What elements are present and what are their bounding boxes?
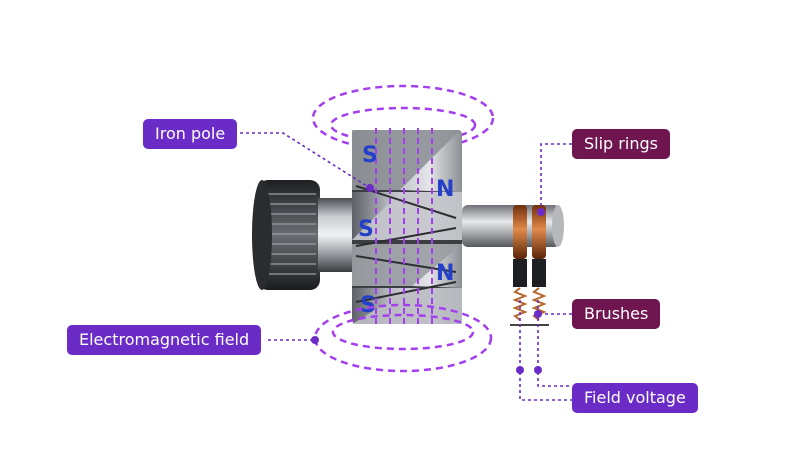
- leader-dots: [311, 184, 545, 374]
- pole-letter-n-upper: N: [436, 177, 454, 202]
- leader-lines: [240, 132, 572, 401]
- slip-rings: [513, 205, 546, 259]
- brushes-label: Brushes: [572, 299, 661, 329]
- slip-rings-label: Slip rings: [572, 129, 670, 159]
- iron-pole-label: Iron pole: [143, 119, 238, 149]
- pole-letter-s-top: S: [362, 143, 378, 168]
- field-voltage-label: Field voltage: [572, 383, 698, 413]
- pole-letter-n-lower: N: [436, 261, 454, 286]
- pole-letter-s-middle: S: [358, 217, 374, 242]
- electromagnetic-field-label: Electromagnetic field: [67, 325, 262, 355]
- pole-letters: S N S N S: [358, 143, 454, 318]
- pulley: [252, 180, 356, 290]
- brushes: [510, 259, 549, 326]
- pole-letter-s-bottom: S: [360, 293, 376, 318]
- field-loops-bottom: [313, 303, 493, 373]
